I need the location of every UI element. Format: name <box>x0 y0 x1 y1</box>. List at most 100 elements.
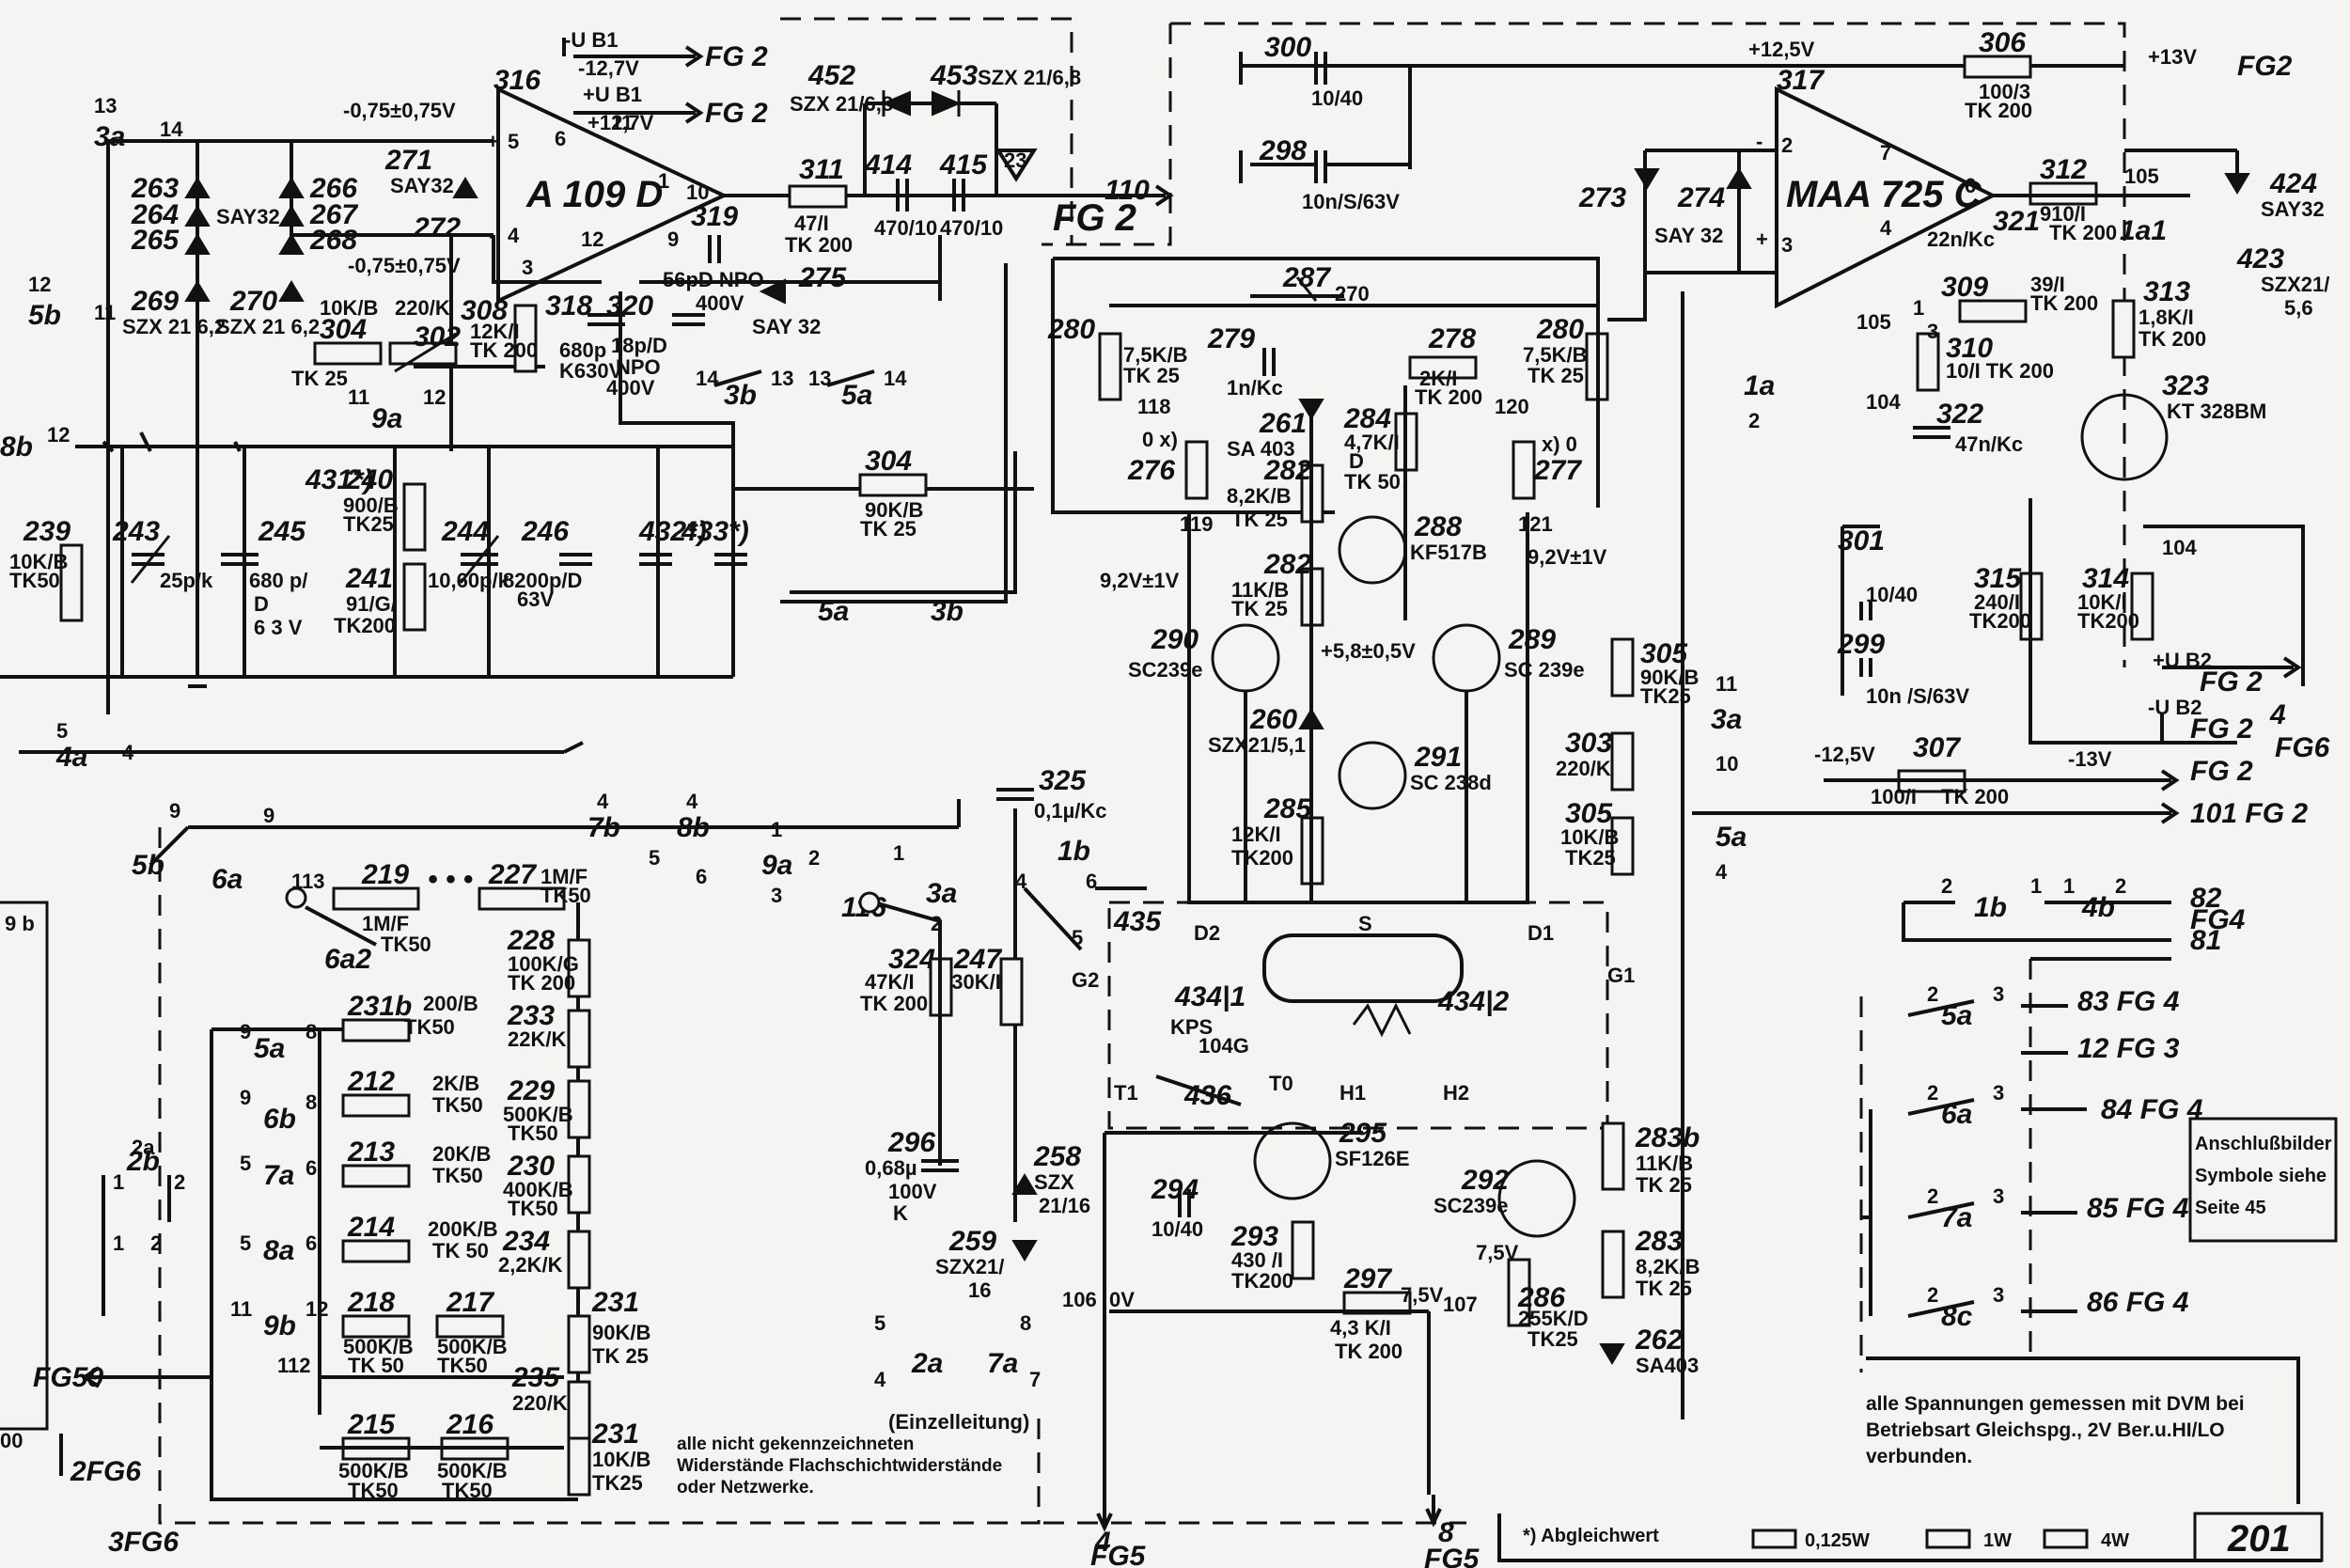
svg-text:432*): 432*) <box>638 516 707 547</box>
r308-val: 12K/I <box>470 320 520 343</box>
c321-ref: 321 <box>1993 206 2040 237</box>
svg-text:8b: 8b <box>0 431 33 463</box>
svg-text:5b: 5b <box>28 300 61 331</box>
widerstand-note: alle nicht gekennzeichneten Widerstände … <box>677 1435 1003 1497</box>
r231b-ref: 231 <box>591 1419 639 1450</box>
svg-text:4b: 4b <box>2081 892 2115 923</box>
svg-text:9: 9 <box>240 1086 251 1109</box>
r297-ref: 297 <box>1343 1263 1392 1294</box>
svg-text:+: + <box>1756 227 1768 251</box>
svg-text:100/I: 100/I <box>1871 785 1917 808</box>
svg-text:900/B: 900/B <box>343 494 399 517</box>
svg-text:TK 200: TK 200 <box>1415 385 1482 409</box>
svg-text:TK 25: TK 25 <box>1636 1277 1692 1300</box>
r315-ref: 315 <box>1974 563 2022 594</box>
c301-val: 10/40 <box>1866 583 1918 606</box>
svg-text:282: 282 <box>1263 549 1311 580</box>
svg-text:217: 217 <box>446 1287 494 1318</box>
v-7-5b: 7,5V <box>1401 1283 1444 1307</box>
svg-text:2: 2 <box>1781 133 1793 157</box>
svg-text:TK 50: TK 50 <box>432 1239 489 1262</box>
svg-text:TK 25: TK 25 <box>860 517 916 541</box>
svg-text:TK200: TK200 <box>1231 1269 1293 1293</box>
svg-text:7,5K/B: 7,5K/B <box>1123 343 1187 367</box>
r312-tk: TK 200 <box>2049 221 2117 244</box>
svg-text:SZX: SZX <box>1034 1170 1074 1194</box>
svg-text:4,3 K/I: 4,3 K/I <box>1330 1316 1391 1340</box>
fg6-2: 2FG6 <box>70 1456 141 1487</box>
svg-text:1b: 1b <box>1058 836 1090 867</box>
r311-val: 47/I <box>794 212 829 235</box>
svg-text:4a: 4a <box>55 742 87 773</box>
c294-ref: 294 <box>1151 1174 1198 1205</box>
svg-text:H1: H1 <box>1340 1081 1366 1105</box>
svg-text:5a: 5a <box>818 596 849 627</box>
svg-text:00: 00 <box>0 1429 23 1452</box>
v-pos-12-7: +12,7V <box>588 111 654 134</box>
svg-text:-U B2: -U B2 <box>2148 696 2201 719</box>
svg-text:276: 276 <box>1127 455 1175 486</box>
r311-ref: 311 <box>799 154 844 185</box>
svg-text:431*): 431*) <box>305 464 373 495</box>
svg-text:5,6: 5,6 <box>2284 296 2313 320</box>
svg-text:2a: 2a <box>911 1348 943 1379</box>
c244-ref: 244 <box>441 516 489 547</box>
v-neg-12-7: -12,7V <box>578 56 639 80</box>
c320-ref: 320 <box>606 290 653 321</box>
d271-ref: 271 <box>384 145 432 176</box>
svg-text:277: 277 <box>1533 455 1582 486</box>
anschluss-box <box>2188 1117 2338 1243</box>
svg-text:104G: 104G <box>1198 1034 1249 1058</box>
svg-text:G1: G1 <box>1607 964 1635 987</box>
d452-val: SZX 21/6,8 <box>790 92 893 116</box>
r313-ref: 313 <box>2143 276 2190 307</box>
r306-tk: TK 200 <box>1965 99 2032 122</box>
transistor-291 <box>1338 741 1407 810</box>
fg6-3: 3FG6 <box>108 1527 179 1558</box>
d452-ref: 452 <box>807 60 855 91</box>
svg-text:TK 200: TK 200 <box>1941 785 2009 808</box>
svg-text:11K/B: 11K/B <box>1231 578 1289 602</box>
svg-text:TK 200: TK 200 <box>860 992 928 1015</box>
svg-text:107: 107 <box>1443 1293 1478 1316</box>
svg-text:TK 50: TK 50 <box>1344 470 1401 494</box>
svg-text:TK50: TK50 <box>432 1164 483 1187</box>
svg-text:6 3 V: 6 3 V <box>254 616 303 639</box>
d261-ref: 261 <box>1259 408 1307 439</box>
svg-text:6: 6 <box>696 865 707 888</box>
fg5-a: FG5 <box>1090 1541 1147 1568</box>
svg-text:SZX21/: SZX21/ <box>2261 273 2329 296</box>
r310-ref: 310 <box>1946 333 1993 364</box>
r283-ref: 283b <box>1635 1122 1700 1153</box>
svg-text:500K/B: 500K/B <box>343 1335 414 1358</box>
out-fg2: FG 2 <box>1053 197 1136 239</box>
svg-text:11: 11 <box>1716 672 1737 696</box>
fg4-86: 86 FG 4 <box>2087 1287 2189 1318</box>
svg-text:TK200: TK200 <box>1969 609 2031 633</box>
svg-text:12: 12 <box>306 1297 328 1321</box>
svg-text:10/I TK 200: 10/I TK 200 <box>1946 359 2054 383</box>
c322-val: 47n/Kc <box>1955 432 2023 456</box>
fg2-101: 101 FG 2 <box>2190 798 2308 829</box>
svg-text:680 p/: 680 p/ <box>249 569 307 592</box>
d258-ref: 258 <box>1033 1141 1081 1172</box>
svg-text:284: 284 <box>1343 403 1391 434</box>
c245-ref: 245 <box>258 516 306 547</box>
svg-text:106: 106 <box>1062 1288 1097 1311</box>
r309-ref: 309 <box>1941 272 1988 303</box>
d424-ref: 424 <box>2269 168 2317 199</box>
svg-text:268: 268 <box>309 225 357 256</box>
r312-val: 910/I <box>2040 202 2086 226</box>
svg-text:3a: 3a <box>94 121 125 152</box>
d270-ref: 270 <box>229 286 277 317</box>
d269-ref: 269 <box>131 286 179 317</box>
svg-text:1a: 1a <box>1744 370 1775 401</box>
svg-text:5a: 5a <box>841 380 872 411</box>
svg-text:12: 12 <box>423 385 446 409</box>
svg-text:500K/B: 500K/B <box>338 1459 409 1482</box>
svg-text:267: 267 <box>309 199 358 230</box>
svg-text:0 x): 0 x) <box>1142 428 1178 451</box>
svg-text:TK25: TK25 <box>1640 684 1691 708</box>
svg-text:4: 4 <box>2269 699 2286 730</box>
